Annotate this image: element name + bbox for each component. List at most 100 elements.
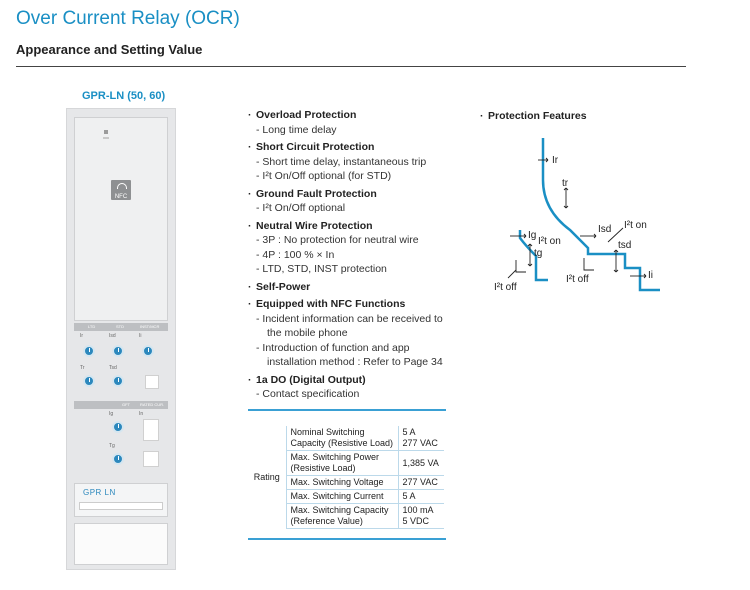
feature-detail: - Short time delay, instantaneous trip	[256, 155, 427, 168]
inst-switch[interactable]	[145, 375, 159, 389]
label-tsd: tsd	[618, 240, 631, 251]
label-ir: Ir	[552, 155, 559, 166]
rating-item-value: 1,385 VA	[397, 450, 444, 476]
section-divider	[16, 66, 686, 67]
device-display-window: NFC	[74, 117, 168, 321]
rating-item-name: Max. Switching Capacity(Reference Value)	[285, 503, 398, 529]
feature-item: ·Self-Power	[248, 280, 458, 295]
ig-dial[interactable]	[112, 421, 124, 433]
rating-item-name: Max. Switching Current	[285, 489, 398, 504]
name-plate-field	[79, 502, 163, 510]
dial-label-ig: Ig	[109, 411, 114, 417]
band-ltd: LTD	[88, 324, 96, 329]
main-trip-curve	[541, 138, 660, 292]
feature-list: ·Overload Protection - Long time delay ·Sh…	[248, 108, 458, 405]
rating-row: Max. Switching Capacity(Reference Value)…	[248, 503, 444, 529]
rating-table-top-rule	[248, 409, 446, 411]
feature-item: ·Overload Protection - Long time delay	[248, 108, 458, 137]
dial-label-ii: Ii	[139, 333, 142, 339]
feature-detail: - 3P : No protection for neutral wire	[256, 234, 419, 246]
rating-item-value: 277 VAC	[397, 475, 444, 490]
feature-heading: ·Self-Power	[248, 280, 311, 293]
rating-item-value: 5 A	[397, 489, 444, 504]
feature-detail: - 4P : 100 % × In	[256, 248, 335, 261]
ground-fault-curve	[518, 230, 548, 282]
feature-detail: the mobile phone	[267, 327, 348, 339]
feature-item: ·Short Circuit Protection - Short time de…	[248, 140, 458, 184]
feature-item: ·Neutral Wire Protection - 3P : No protec…	[248, 219, 458, 277]
feature-item: ·1a DO (Digital Output) - Contact specifi…	[248, 373, 458, 402]
feature-heading: ·Ground Fault Protection	[248, 187, 377, 200]
dial-label-tsd: Tsd	[109, 365, 117, 371]
dial-label-in: In	[139, 411, 144, 417]
feature-detail: installation method : Refer to Page 34	[267, 356, 443, 368]
protection-curve-diagram: Ir tr Isd I²t on tsd I²t off Ii Ig I²t o…	[494, 138, 660, 293]
protection-features-title: ·Protection Features	[480, 110, 587, 122]
feature-heading: ·Neutral Wire Protection	[248, 219, 373, 232]
feature-heading: ·Overload Protection	[248, 109, 357, 121]
tr-dial[interactable]	[83, 375, 95, 387]
feature-detail: - Incident information can be received t…	[256, 312, 443, 325]
feature-item: ·Equipped with NFC Functions - Incident i…	[248, 297, 458, 370]
feature-detail: - Contact specification	[256, 388, 360, 400]
label-area	[74, 523, 168, 565]
page-title: Over Current Relay (OCR)	[16, 8, 240, 29]
rated-current-plate	[143, 419, 159, 441]
dial-label-isd: Isd	[109, 333, 116, 339]
feature-heading: ·Equipped with NFC Functions	[248, 298, 406, 310]
band-gft: GFT	[122, 402, 130, 407]
feature-detail: - I²t On/Off optional	[256, 202, 346, 214]
status-led-icon	[104, 130, 108, 134]
section-subtitle: Appearance and Setting Value	[16, 42, 203, 57]
dial-label-tr: Tr	[80, 365, 85, 371]
label-isd: Isd	[598, 224, 611, 235]
label-i2t-off-main: I²t off	[566, 274, 589, 285]
band-inst: INST/MCR	[140, 324, 160, 329]
label-ig: Ig	[528, 230, 536, 241]
rating-item-name: Max. Switching Power(Resistive Load)	[285, 450, 398, 476]
model-label: GPR-LN (50, 60)	[82, 90, 166, 102]
label-tg: tg	[534, 248, 542, 259]
feature-heading: ·Short Circuit Protection	[248, 141, 375, 153]
isd-dial[interactable]	[112, 345, 124, 357]
label-ii: Ii	[648, 270, 653, 281]
tg-dial[interactable]	[112, 453, 124, 465]
label-i2t-off-gf: I²t off	[494, 282, 517, 293]
led-caption	[103, 137, 109, 139]
feature-detail: - Introduction of function and app	[256, 341, 410, 354]
name-plate-text: GPR LN	[83, 488, 116, 497]
feature-detail: - I²t On/Off optional (for STD)	[256, 170, 392, 182]
rating-row: Max. Switching Power(Resistive Load)1,38…	[248, 450, 444, 476]
ii-dial[interactable]	[142, 345, 154, 357]
feature-item: ·Ground Fault Protection - I²t On/Off opt…	[248, 187, 458, 216]
feature-detail: - LTD, STD, INST protection	[256, 263, 387, 275]
ir-dial[interactable]	[83, 345, 95, 357]
relay-device: NFC LTD STD INST/MCR Ir Isd Ii Tr Tsd GF…	[66, 108, 176, 570]
nfc-icon: NFC	[111, 180, 131, 200]
aux-plate	[143, 451, 159, 467]
label-i2t-on-main: I²t on	[624, 220, 647, 231]
setting-band-1: LTD STD INST/MCR	[74, 323, 168, 331]
dial-label-tg: Tg	[109, 443, 115, 449]
tsd-dial[interactable]	[112, 375, 124, 387]
name-plate: GPR LN	[74, 483, 168, 517]
rating-item-name: Max. Switching Voltage	[285, 475, 398, 490]
feature-detail: - Long time delay	[256, 123, 337, 136]
rating-table-bottom-rule	[248, 538, 446, 540]
dial-label-ir: Ir	[80, 333, 84, 339]
band-std: STD	[116, 324, 124, 329]
label-i2t-on-gf: I²t on	[538, 236, 561, 247]
rating-label: Rating	[253, 471, 280, 482]
setting-band-2: GFT RATED CUR.	[74, 401, 168, 409]
nfc-label: NFC	[114, 194, 128, 200]
band-rated: RATED CUR.	[140, 402, 165, 407]
feature-heading: ·1a DO (Digital Output)	[248, 373, 366, 386]
label-tr: tr	[562, 178, 569, 189]
